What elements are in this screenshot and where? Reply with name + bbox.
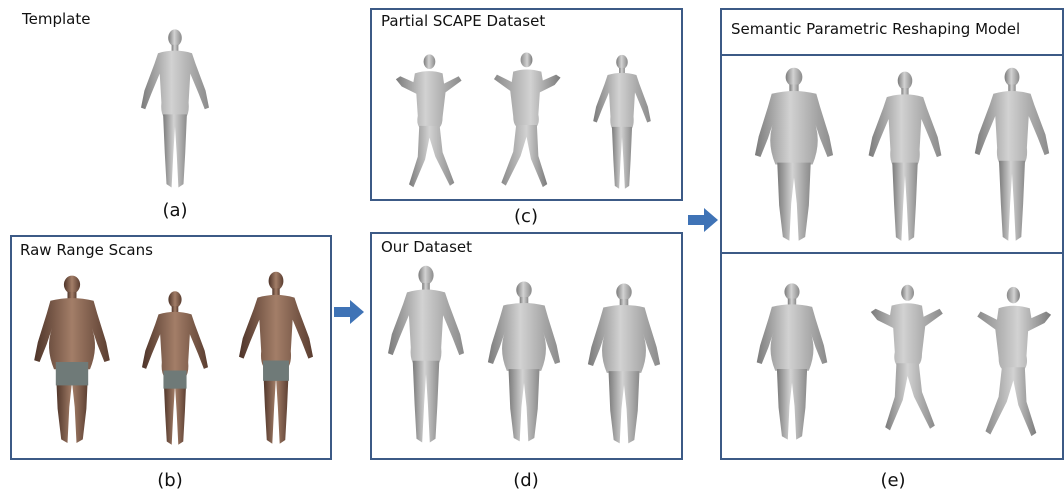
raw-scan-figure-3 [226,268,326,453]
panel-c-title: Partial SCAPE Dataset [381,12,545,30]
reshape-standing-figure-3 [962,64,1062,250]
scape-pose-figure-3 [578,52,666,196]
panel-b-caption: (b) [157,470,182,491]
right-arrow-icon [334,300,364,324]
our-dataset-figure-3 [572,280,676,452]
raw-scan-figure-1 [22,272,122,452]
panel-e-title: Semantic Parametric Reshaping Model [731,20,1020,38]
scape-pose-figure-2 [482,48,574,196]
scape-pose-figure-1 [378,50,478,196]
raw-scan-figure-2 [130,288,220,453]
panel-e-top-divider [720,54,1064,56]
reshape-standing-figure-2 [856,68,954,250]
template-mesh-figure [120,26,230,196]
panel-b-title: Raw Range Scans [20,241,153,259]
panel-e-caption: (e) [880,470,905,491]
panel-a-caption: (a) [162,200,187,221]
panel-e-middle-divider [720,252,1064,254]
our-dataset-figure-1 [378,262,474,452]
our-dataset-figure-2 [480,278,568,450]
reshape-posed-figure-1 [738,280,846,448]
panel-d-caption: (d) [513,470,538,491]
panel-d-title: Our Dataset [381,238,472,256]
panel-c-caption: (c) [514,206,538,227]
panel-a-title: Template [22,10,90,28]
reshape-posed-figure-3 [968,282,1062,446]
right-arrow-icon [688,208,718,232]
reshape-standing-figure-1 [740,64,848,250]
reshape-posed-figure-2 [850,280,962,440]
